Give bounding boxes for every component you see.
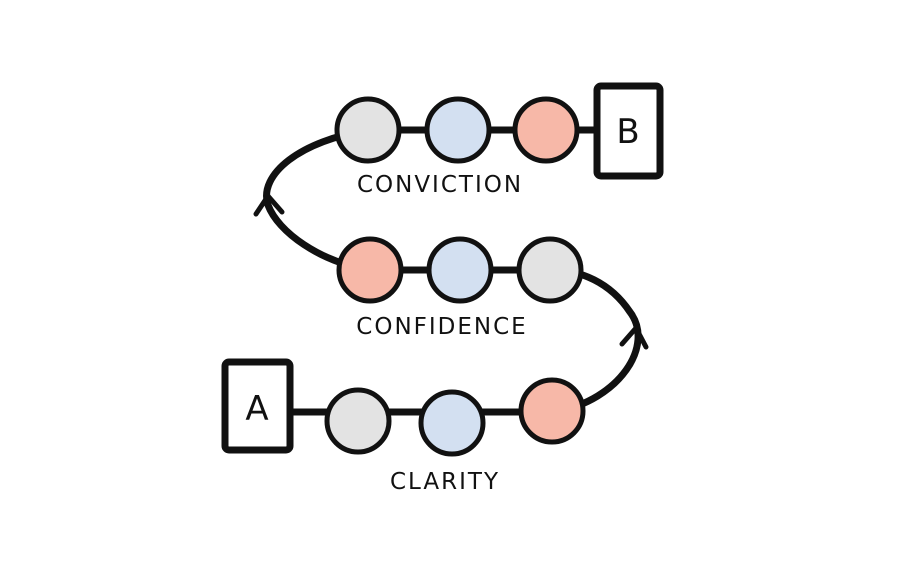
- arrow-up-icon-left: [253, 193, 285, 217]
- arrow-up-icon: [619, 325, 649, 350]
- stage-clarity-nodes: [324, 377, 586, 457]
- start-box: A: [221, 358, 294, 454]
- stage-label-confidence: CONFIDENCE: [356, 314, 527, 340]
- node-gray: [324, 387, 392, 455]
- node-blue: [418, 389, 486, 457]
- stage-label-clarity: CLARITY: [390, 469, 500, 495]
- node-salmon: [518, 377, 586, 445]
- start-box-letter: A: [245, 389, 268, 429]
- end-box: B: [593, 82, 664, 180]
- stage-label-conviction: CONVICTION: [357, 172, 523, 198]
- node-gray: [334, 96, 402, 164]
- stage-conviction-nodes: [334, 96, 580, 164]
- stage-confidence-nodes: [336, 236, 584, 304]
- node-salmon: [336, 236, 404, 304]
- node-blue: [426, 236, 494, 304]
- node-blue: [424, 96, 492, 164]
- end-box-letter: B: [616, 112, 639, 152]
- node-salmon: [512, 96, 580, 164]
- node-gray: [516, 236, 584, 304]
